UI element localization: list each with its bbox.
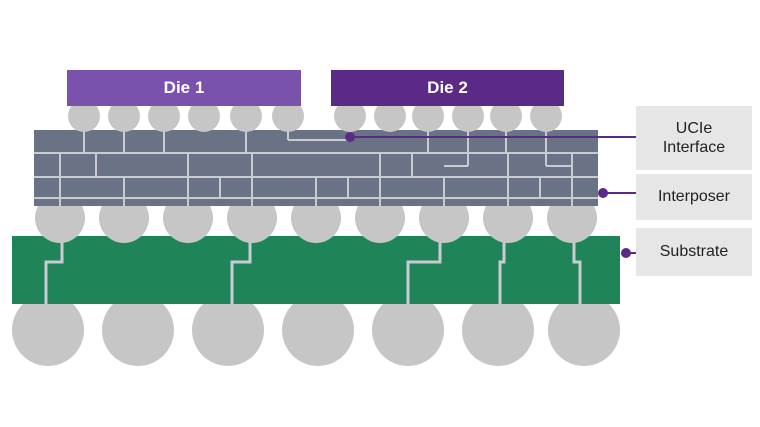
substrate-layer: [12, 236, 620, 304]
substrate-trace: [406, 236, 442, 304]
solder-ball: [548, 294, 620, 366]
microbump: [68, 100, 100, 132]
substrate-callout: Substrate: [636, 228, 752, 276]
solder-ball: [102, 294, 174, 366]
interposer-callout: Interposer: [636, 174, 752, 220]
die-1: [67, 70, 301, 106]
microbump: [148, 100, 180, 132]
solder-ball: [282, 294, 354, 366]
substrate-leader-dot: [621, 248, 631, 258]
interposer-traces: [34, 130, 598, 206]
interposer-leader-dot: [598, 188, 608, 198]
substrate-traces: [44, 236, 582, 304]
microbump: [374, 100, 406, 132]
ucie-interface-callout: UCIe Interface: [636, 106, 752, 170]
ucie-callout-line2: Interface: [662, 139, 726, 156]
microbump: [334, 100, 366, 132]
solder-ball: [192, 294, 264, 366]
die-1-label: Die 1: [163, 78, 205, 97]
microbump: [230, 100, 262, 132]
solder-ball: [462, 294, 534, 366]
ucie-leader-dot: [345, 132, 355, 142]
substrate-trace: [572, 236, 582, 304]
microbump: [412, 100, 444, 132]
substrate-trace: [498, 236, 506, 304]
microbump: [490, 100, 522, 132]
solder-ball: [12, 294, 84, 366]
microbump: [452, 100, 484, 132]
callout-leaders: [345, 132, 636, 258]
microbump: [530, 100, 562, 132]
microbump: [188, 100, 220, 132]
substrate-trace: [230, 236, 252, 304]
substrate-trace: [44, 236, 64, 304]
die-bumps: [68, 100, 562, 132]
microbump: [108, 100, 140, 132]
substrate-balls: [12, 294, 620, 366]
die-2: [331, 70, 564, 106]
microbump: [272, 100, 304, 132]
ucie-callout-line1: UCIe: [675, 119, 713, 137]
solder-ball: [372, 294, 444, 366]
die-2-label: Die 2: [427, 78, 468, 97]
